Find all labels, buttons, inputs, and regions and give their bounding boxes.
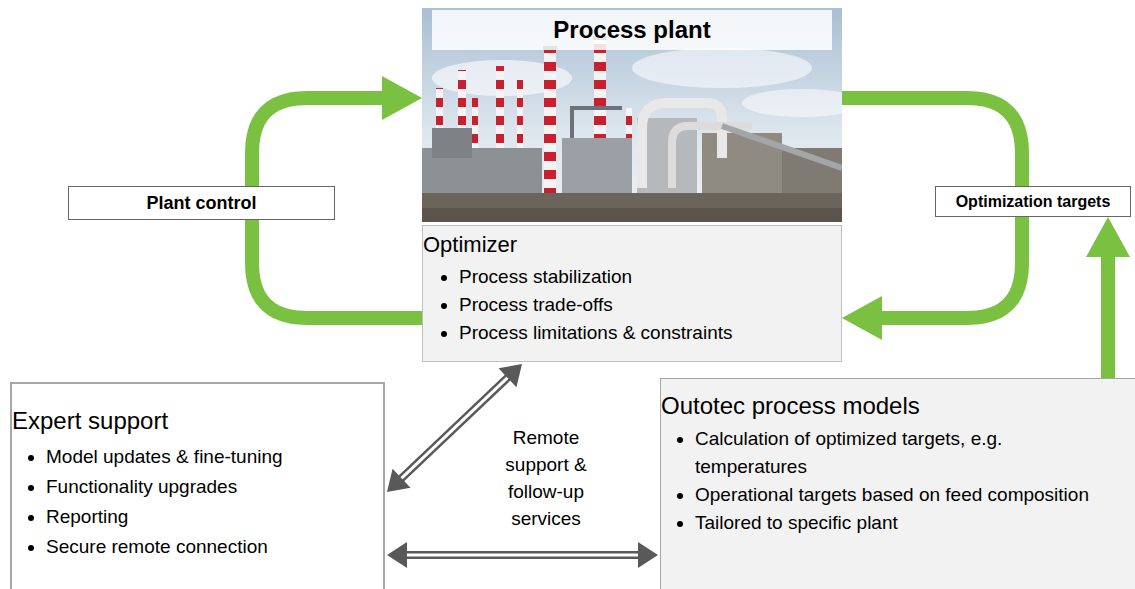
bullet-list: Calculation of optimized targets, e.g. t… (661, 425, 1135, 537)
connector-line (880, 217, 1022, 318)
chimney-stacks-part (544, 48, 556, 193)
box-heading: Outotec process models (661, 391, 1135, 421)
bullet-item: Secure remote connection (46, 532, 375, 562)
bullet-item: Model updates & fine-tuning (46, 442, 375, 472)
plant-buildings-part (642, 103, 722, 188)
arrow-head (387, 469, 410, 492)
connector-inner-line (405, 554, 640, 557)
connector-line (405, 551, 640, 559)
bullet-item: Process limitations & constraints (459, 319, 833, 347)
connector-line (1101, 255, 1115, 378)
bullet-item: Process trade-offs (459, 291, 833, 319)
arrow-head (1086, 217, 1130, 257)
expert-support-box: Expert supportModel updates & fine-tunin… (10, 382, 385, 589)
arrow-head (382, 76, 422, 120)
plant-photo-node: Process plant (422, 8, 842, 222)
bullet-item: Functionality upgrades (46, 472, 375, 502)
plant-buildings-part (572, 108, 622, 138)
arrow-head (387, 542, 407, 568)
plant-buildings (422, 103, 842, 222)
bullet-item: Operational targets based on feed compos… (695, 481, 1115, 509)
remote-support-arrow (387, 542, 658, 568)
bullet-item: Calculation of optimized targets, e.g. t… (695, 425, 1115, 481)
label-text: Plant control (146, 193, 256, 214)
connector-line (842, 98, 1022, 186)
process-models-box: Outotec process modelsCalculation of opt… (660, 378, 1135, 589)
plant-buildings-part (722, 126, 842, 168)
sky (422, 8, 842, 222)
arrow-head (842, 296, 882, 340)
optimizer-box: OptimizerProcess stabilizationProcess tr… (422, 225, 842, 362)
sky-part (742, 89, 842, 117)
process-flow-arrow (252, 220, 422, 318)
bullet-item: Process stabilization (459, 263, 833, 291)
plant-buildings-part (422, 193, 842, 222)
connector-caption: Remote support & follow-up services (490, 424, 602, 532)
plant-buildings-part (432, 128, 472, 158)
targets-label-box: Optimization targets (935, 186, 1131, 217)
plant-buildings-part (422, 208, 842, 222)
arrow-head (638, 542, 658, 568)
process-flow-arrow (252, 76, 422, 186)
label-text: Optimization targets (956, 193, 1111, 211)
bullet-item: Reporting (46, 502, 375, 532)
bullet-item: Tailored to specific plant (695, 509, 1115, 537)
process-flow-arrow (1086, 217, 1130, 378)
control-label-box: Plant control (68, 186, 335, 220)
plant-buildings-part (562, 138, 632, 198)
bullet-list: Model updates & fine-tuningFunctionality… (12, 442, 383, 562)
sky-part (632, 48, 812, 88)
connector-line (252, 220, 422, 318)
arrow-head (499, 364, 522, 387)
process-flow-arrow (842, 217, 1022, 340)
title-band: Process plant (432, 10, 832, 50)
bullet-list: Process stabilizationProcess trade-offsP… (423, 263, 841, 347)
process-flow-arrow (842, 98, 1022, 186)
connector-line (252, 98, 384, 186)
box-heading: Optimizer (423, 231, 841, 259)
box-heading: Expert support (12, 406, 383, 436)
